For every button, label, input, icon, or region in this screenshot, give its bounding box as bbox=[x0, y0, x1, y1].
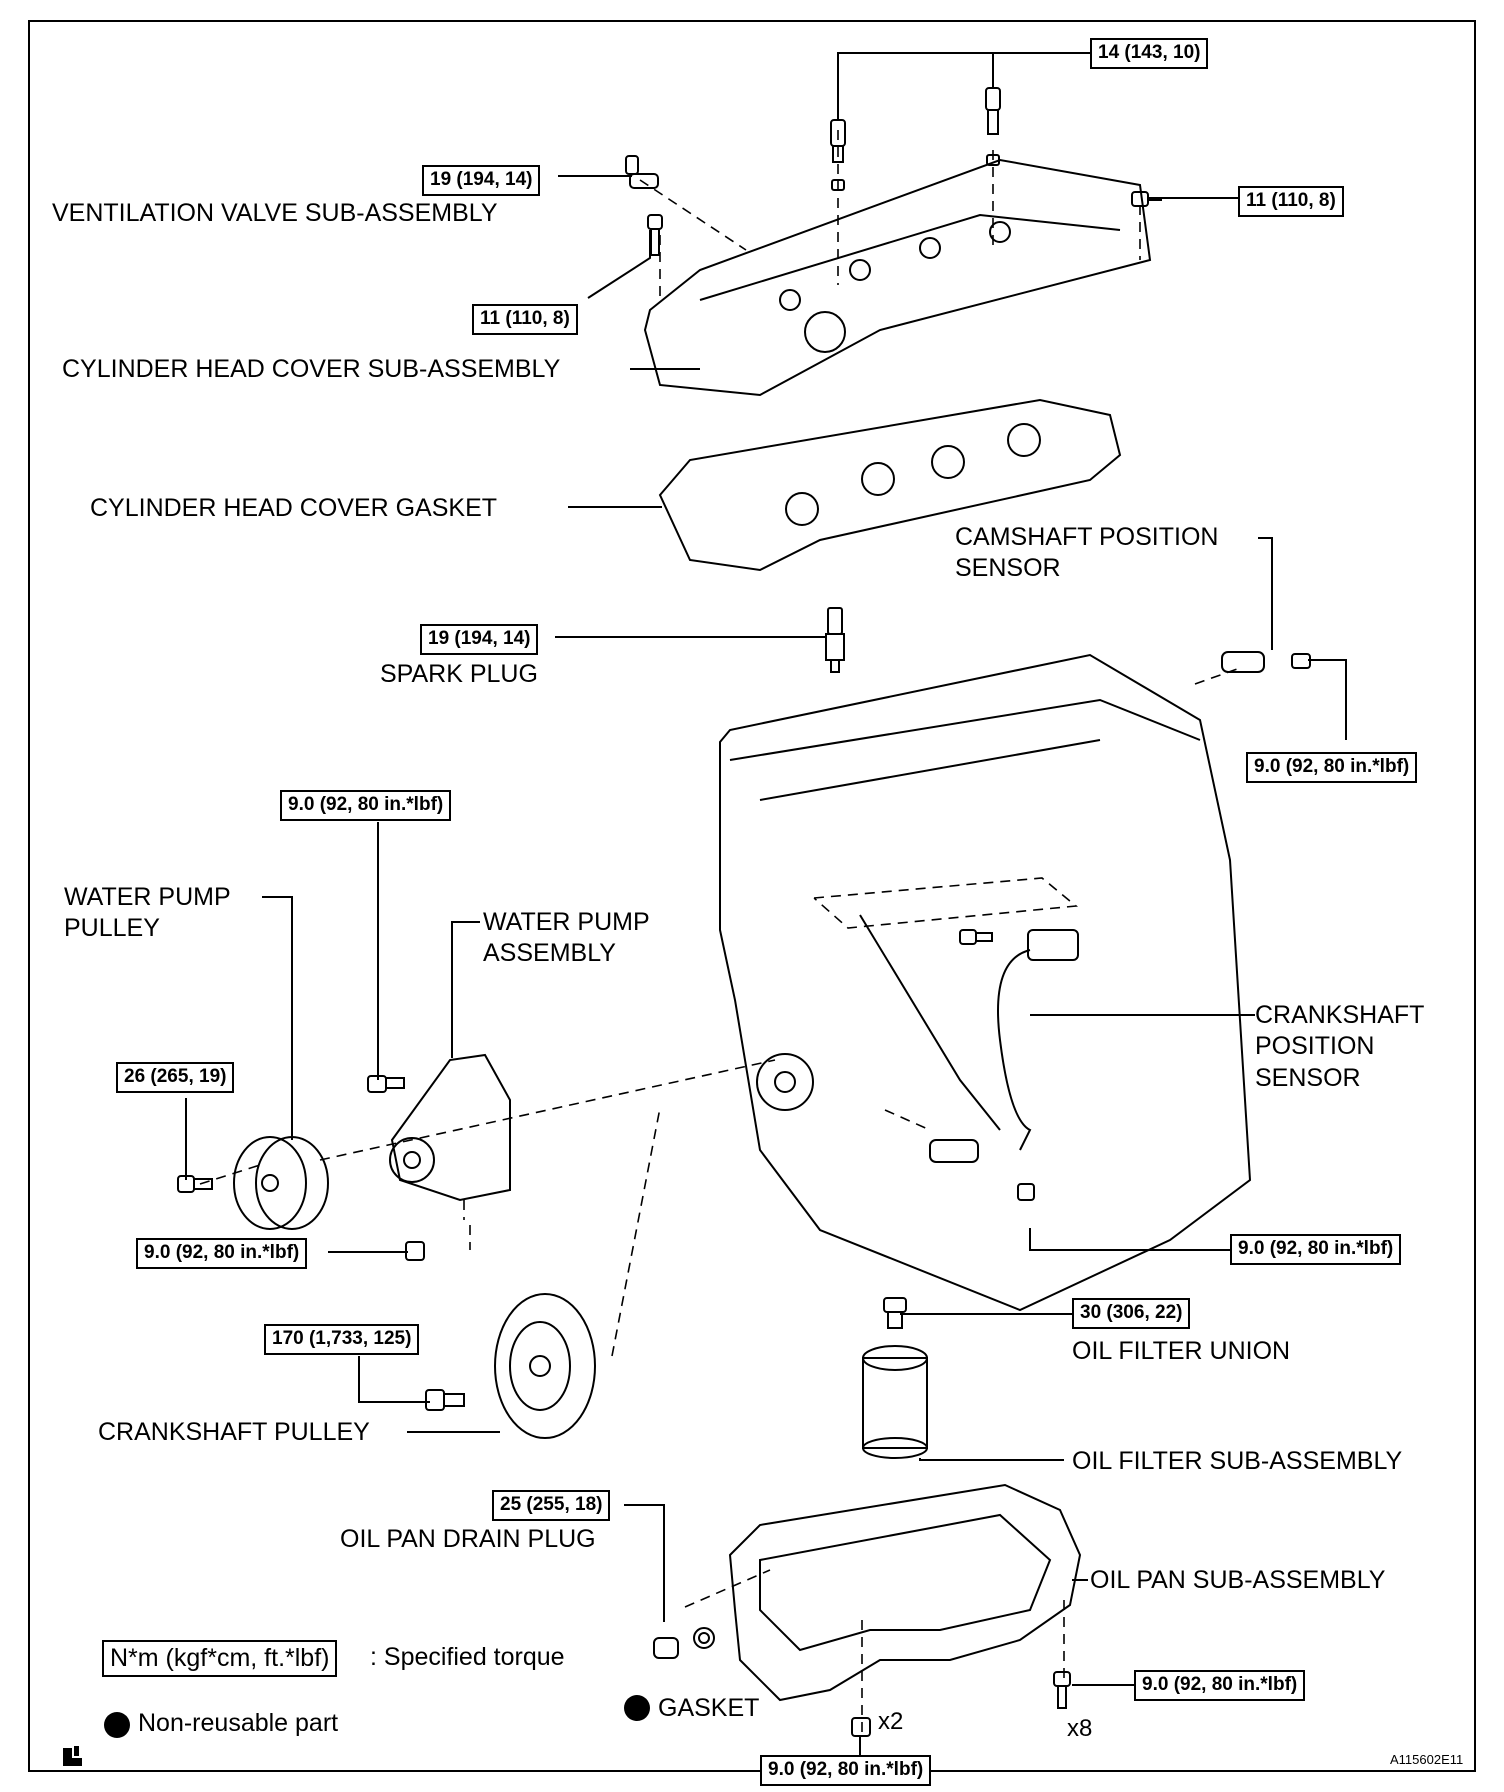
cylinder-head-cover-label: CYLINDER HEAD COVER SUB-ASSEMBLY bbox=[62, 355, 561, 383]
cylinder-head-cover-art bbox=[643, 158, 1152, 397]
crankshaft-position-sensor-label: CRANKSHAFT POSITION SENSOR bbox=[1255, 1000, 1424, 1094]
spark-plug-label: SPARK PLUG bbox=[380, 660, 538, 688]
water-pump-assembly-line-2: ASSEMBLY bbox=[483, 939, 616, 968]
torque-spark-plug: 19 (194, 14) bbox=[420, 624, 539, 655]
camshaft-sensor-line-1: CAMSHAFT POSITION bbox=[955, 523, 1219, 551]
gasket-label: GASKET bbox=[658, 1694, 760, 1722]
torque-oil-pan-bolts: 9.0 (92, 80 in.*lbf) bbox=[1134, 1670, 1306, 1701]
torque-water-pump-bolt: 9.0 (92, 80 in.*lbf) bbox=[280, 790, 452, 821]
camshaft-position-sensor-label: CAMSHAFT POSITION SENSOR bbox=[955, 522, 1218, 585]
torque-cover-nut-right: 11 (110, 8) bbox=[1238, 186, 1344, 217]
oil-filter-label: OIL FILTER SUB-ASSEMBLY bbox=[1072, 1447, 1403, 1475]
legend-non-reusable-dot bbox=[104, 1712, 130, 1738]
diagram-frame bbox=[28, 20, 1476, 1772]
torque-ventilation-valve: 19 (194, 14) bbox=[422, 165, 541, 196]
torque-water-pump-nut: 9.0 (92, 80 in.*lbf) bbox=[136, 1238, 308, 1269]
leader-lines bbox=[185, 52, 1347, 1755]
oil-pan-drain-plug-label: OIL PAN DRAIN PLUG bbox=[340, 1525, 596, 1553]
water-pump-pulley-line-1: WATER PUMP bbox=[64, 883, 231, 911]
cylinder-head-cover-gasket-label: CYLINDER HEAD COVER GASKET bbox=[90, 494, 498, 522]
gasket-art bbox=[658, 398, 1122, 572]
water-pump-pulley-art bbox=[233, 1136, 329, 1230]
engine-block-art bbox=[719, 653, 1252, 1312]
crankshaft-pulley-art bbox=[494, 1293, 596, 1439]
ventilation-valve-label: VENTILATION VALVE SUB-ASSEMBLY bbox=[52, 199, 498, 227]
water-pump-art bbox=[389, 1053, 511, 1202]
legend-torque-unit: N*m (kgf*cm, ft.*lbf) bbox=[102, 1640, 338, 1678]
water-pump-assembly-line-1: WATER PUMP bbox=[483, 908, 650, 936]
oil-pan-nuts-quantity: x2 bbox=[878, 1708, 904, 1735]
torque-crankshaft-pulley-bolt: 170 (1,733, 125) bbox=[264, 1324, 420, 1355]
torque-crankshaft-sensor-bolt: 9.0 (92, 80 in.*lbf) bbox=[1230, 1234, 1402, 1265]
oil-pan-label: OIL PAN SUB-ASSEMBLY bbox=[1090, 1566, 1386, 1594]
oil-pan-art bbox=[728, 1483, 1082, 1702]
legend-non-reusable-label: Non-reusable part bbox=[138, 1709, 339, 1737]
fastener-icons bbox=[177, 87, 1311, 1737]
water-pump-pulley-label: WATER PUMP PULLEY bbox=[64, 882, 231, 945]
torque-oil-filter-union: 30 (306, 22) bbox=[1072, 1298, 1191, 1329]
water-pump-assembly-label: WATER PUMP ASSEMBLY bbox=[483, 907, 650, 970]
figure-id: A115602E11 bbox=[1390, 1752, 1464, 1767]
camshaft-sensor-line-2: SENSOR bbox=[955, 554, 1061, 583]
oil-filter-art bbox=[862, 1345, 928, 1459]
legend-torque-desc: : Specified torque bbox=[370, 1643, 565, 1671]
water-pump-pulley-line-2: PULLEY bbox=[64, 914, 160, 943]
torque-water-pump-pulley-bolt: 26 (265, 19) bbox=[116, 1062, 235, 1093]
crankshaft-sensor-art bbox=[929, 929, 1079, 1163]
torque-oil-pan-nuts: 9.0 (92, 80 in.*lbf) bbox=[760, 1755, 932, 1786]
crankshaft-sensor-line-1: CRANKSHAFT bbox=[1255, 1001, 1425, 1029]
crankshaft-pulley-label: CRANKSHAFT PULLEY bbox=[98, 1418, 370, 1446]
non-reusable-dot-gasket bbox=[624, 1695, 650, 1721]
torque-camshaft-sensor-bolt: 9.0 (92, 80 in.*lbf) bbox=[1246, 752, 1418, 783]
torque-cover-bolt-left: 11 (110, 8) bbox=[472, 304, 578, 335]
alignment-dashes bbox=[199, 130, 1241, 1735]
crankshaft-sensor-line-2: POSITION bbox=[1255, 1032, 1375, 1061]
oil-filter-union-label: OIL FILTER UNION bbox=[1072, 1337, 1291, 1365]
crankshaft-sensor-line-3: SENSOR bbox=[1255, 1063, 1361, 1092]
oil-pan-bolts-quantity: x8 bbox=[1067, 1715, 1093, 1742]
torque-oil-pan-drain-plug: 25 (255, 18) bbox=[492, 1490, 611, 1521]
engine-icon bbox=[63, 1746, 82, 1766]
torque-cover-bolts-top: 14 (143, 10) bbox=[1090, 38, 1209, 69]
